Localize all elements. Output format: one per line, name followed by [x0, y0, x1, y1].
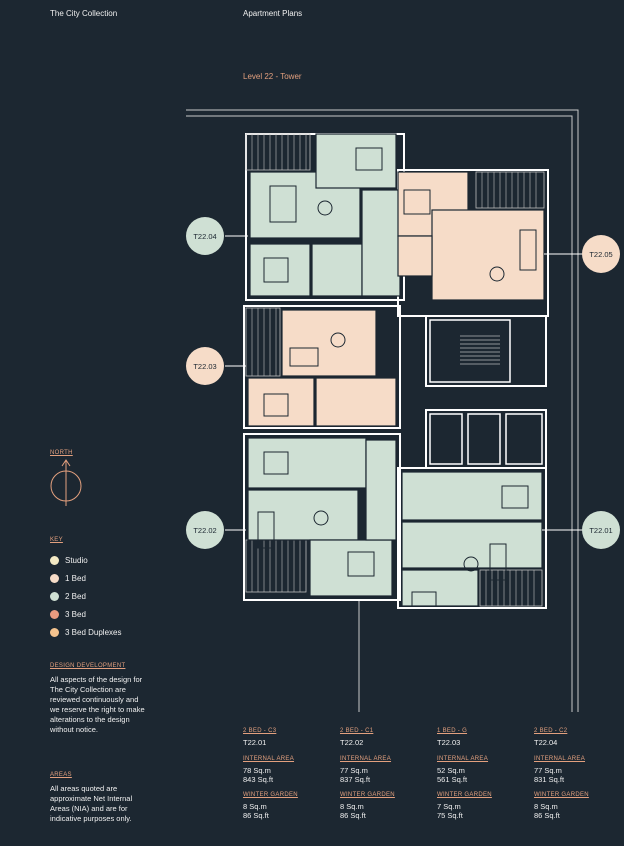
wg-sqm: 8 Sq.m: [340, 801, 364, 811]
unit-tag-t22-02[interactable]: T22.02: [186, 511, 224, 549]
winter-garden-label: WINTER GARDEN: [437, 791, 492, 798]
areas-text: All areas quoted are approximate Net Int…: [50, 784, 133, 823]
key-item-2bed: 2 Bed: [50, 592, 86, 601]
unit-column-2: 2 BED - C1 T22.02 INTERNAL AREA 77 Sq.m …: [340, 728, 430, 821]
key-item-label: 3 Bed Duplexes: [65, 628, 122, 637]
3bed-duplex-swatch: [50, 628, 59, 637]
unit-id: T22.03: [437, 738, 461, 747]
key-item-3bed-duplex: 3 Bed Duplexes: [50, 628, 121, 637]
2bed-swatch: [50, 592, 59, 601]
winter-garden-label: WINTER GARDEN: [534, 791, 589, 798]
unit-tag-t22-01[interactable]: T22.01: [582, 511, 620, 549]
area-sqft: 843 Sq.ft: [243, 775, 274, 784]
unit-type: 2 BED - C2: [534, 728, 568, 734]
internal-area-label: INTERNAL AREA: [340, 755, 392, 762]
area-sqft: 831 Sq.ft: [534, 775, 565, 784]
key-item-studio: Studio: [50, 556, 88, 565]
wg-sqm: 8 Sq.m: [534, 801, 558, 811]
unit-column-4: 2 BED - C2 T22.04 INTERNAL AREA 77 Sq.m …: [534, 728, 624, 821]
unit-id: T22.02: [340, 738, 364, 747]
wg-sqft: 75 Sq.ft: [437, 811, 463, 820]
area-sqft: 561 Sq.ft: [437, 775, 468, 784]
winter-garden-label: WINTER GARDEN: [243, 791, 298, 798]
wg-sqft: 86 Sq.ft: [243, 811, 269, 820]
area-sqm: 52 Sq.m: [437, 765, 465, 775]
page-title: Apartment Plans: [243, 9, 303, 18]
internal-area-label: INTERNAL AREA: [437, 755, 489, 762]
unit-tag-t22-05[interactable]: T22.05: [582, 235, 620, 273]
level-label: Level 22 - Tower: [243, 72, 302, 81]
unit-id: T22.01: [243, 738, 267, 747]
area-sqm: 77 Sq.m: [340, 765, 368, 775]
key-item-label: 1 Bed: [65, 574, 86, 583]
area-sqm: 77 Sq.m: [534, 765, 562, 775]
studio-swatch: [50, 556, 59, 565]
design-label: DESIGN DEVELOPMENT: [50, 663, 126, 669]
unit-tag-t22-04[interactable]: T22.04: [186, 217, 224, 255]
unit-tag-t22-03[interactable]: T22.03: [186, 347, 224, 385]
unit-column-3: 1 BED - G T22.03 INTERNAL AREA 52 Sq.m 5…: [437, 728, 527, 821]
wg-sqm: 8 Sq.m: [243, 801, 267, 811]
key-item-label: 3 Bed: [65, 610, 86, 619]
area-sqft: 837 Sq.ft: [340, 775, 371, 784]
wg-sqft: 86 Sq.ft: [340, 811, 366, 820]
area-sqm: 78 Sq.m: [243, 765, 271, 775]
internal-area-label: INTERNAL AREA: [243, 755, 295, 762]
key-item-label: 2 Bed: [65, 592, 86, 601]
north-label: NORTH: [50, 450, 73, 456]
key-item-3bed: 3 Bed: [50, 610, 86, 619]
unit-type: 2 BED - C3: [243, 728, 277, 734]
unit-type: 1 BED - G: [437, 728, 468, 734]
key-item-1bed: 1 Bed: [50, 574, 86, 583]
key-label: KEY: [50, 537, 63, 543]
unit-column-1: 2 BED - C3 T22.01 INTERNAL AREA 78 Sq.m …: [243, 728, 333, 821]
wg-sqft: 86 Sq.ft: [534, 811, 560, 820]
areas-label: AREAS: [50, 772, 72, 778]
winter-garden-label: WINTER GARDEN: [340, 791, 395, 798]
unit-id: T22.04: [534, 738, 558, 747]
brand-title: The City Collection: [50, 9, 118, 18]
key-item-label: Studio: [65, 556, 88, 565]
design-text: All aspects of the design for The City C…: [50, 675, 145, 734]
internal-area-label: INTERNAL AREA: [534, 755, 586, 762]
3bed-swatch: [50, 610, 59, 619]
unit-type: 2 BED - C1: [340, 728, 374, 734]
1bed-swatch: [50, 574, 59, 583]
wg-sqm: 7 Sq.m: [437, 801, 461, 811]
